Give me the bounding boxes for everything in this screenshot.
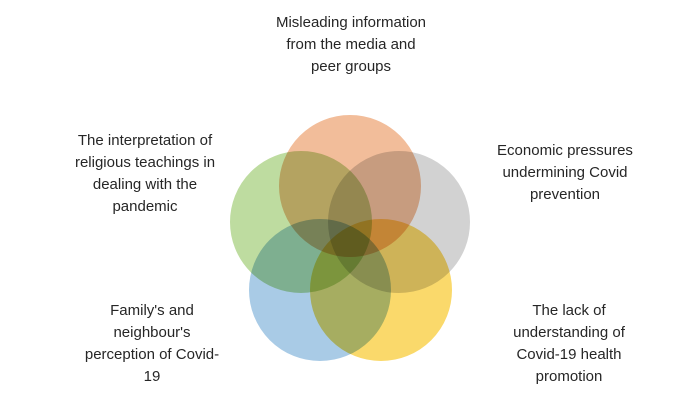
venn-label-family: Family's and neighbour's perception of C… [84, 302, 220, 385]
venn-circle-religious[interactable] [228, 149, 374, 295]
venn-label-religious: The interpretation of religious teaching… [74, 132, 216, 215]
venn-label-media: Misleading information from the media an… [275, 14, 427, 75]
venn-label-health-promotion: The lack of understanding of Covid-19 he… [513, 302, 625, 385]
venn-circle-group [228, 113, 472, 363]
venn-label-economic: Economic pressures undermining Covid pre… [497, 142, 633, 203]
